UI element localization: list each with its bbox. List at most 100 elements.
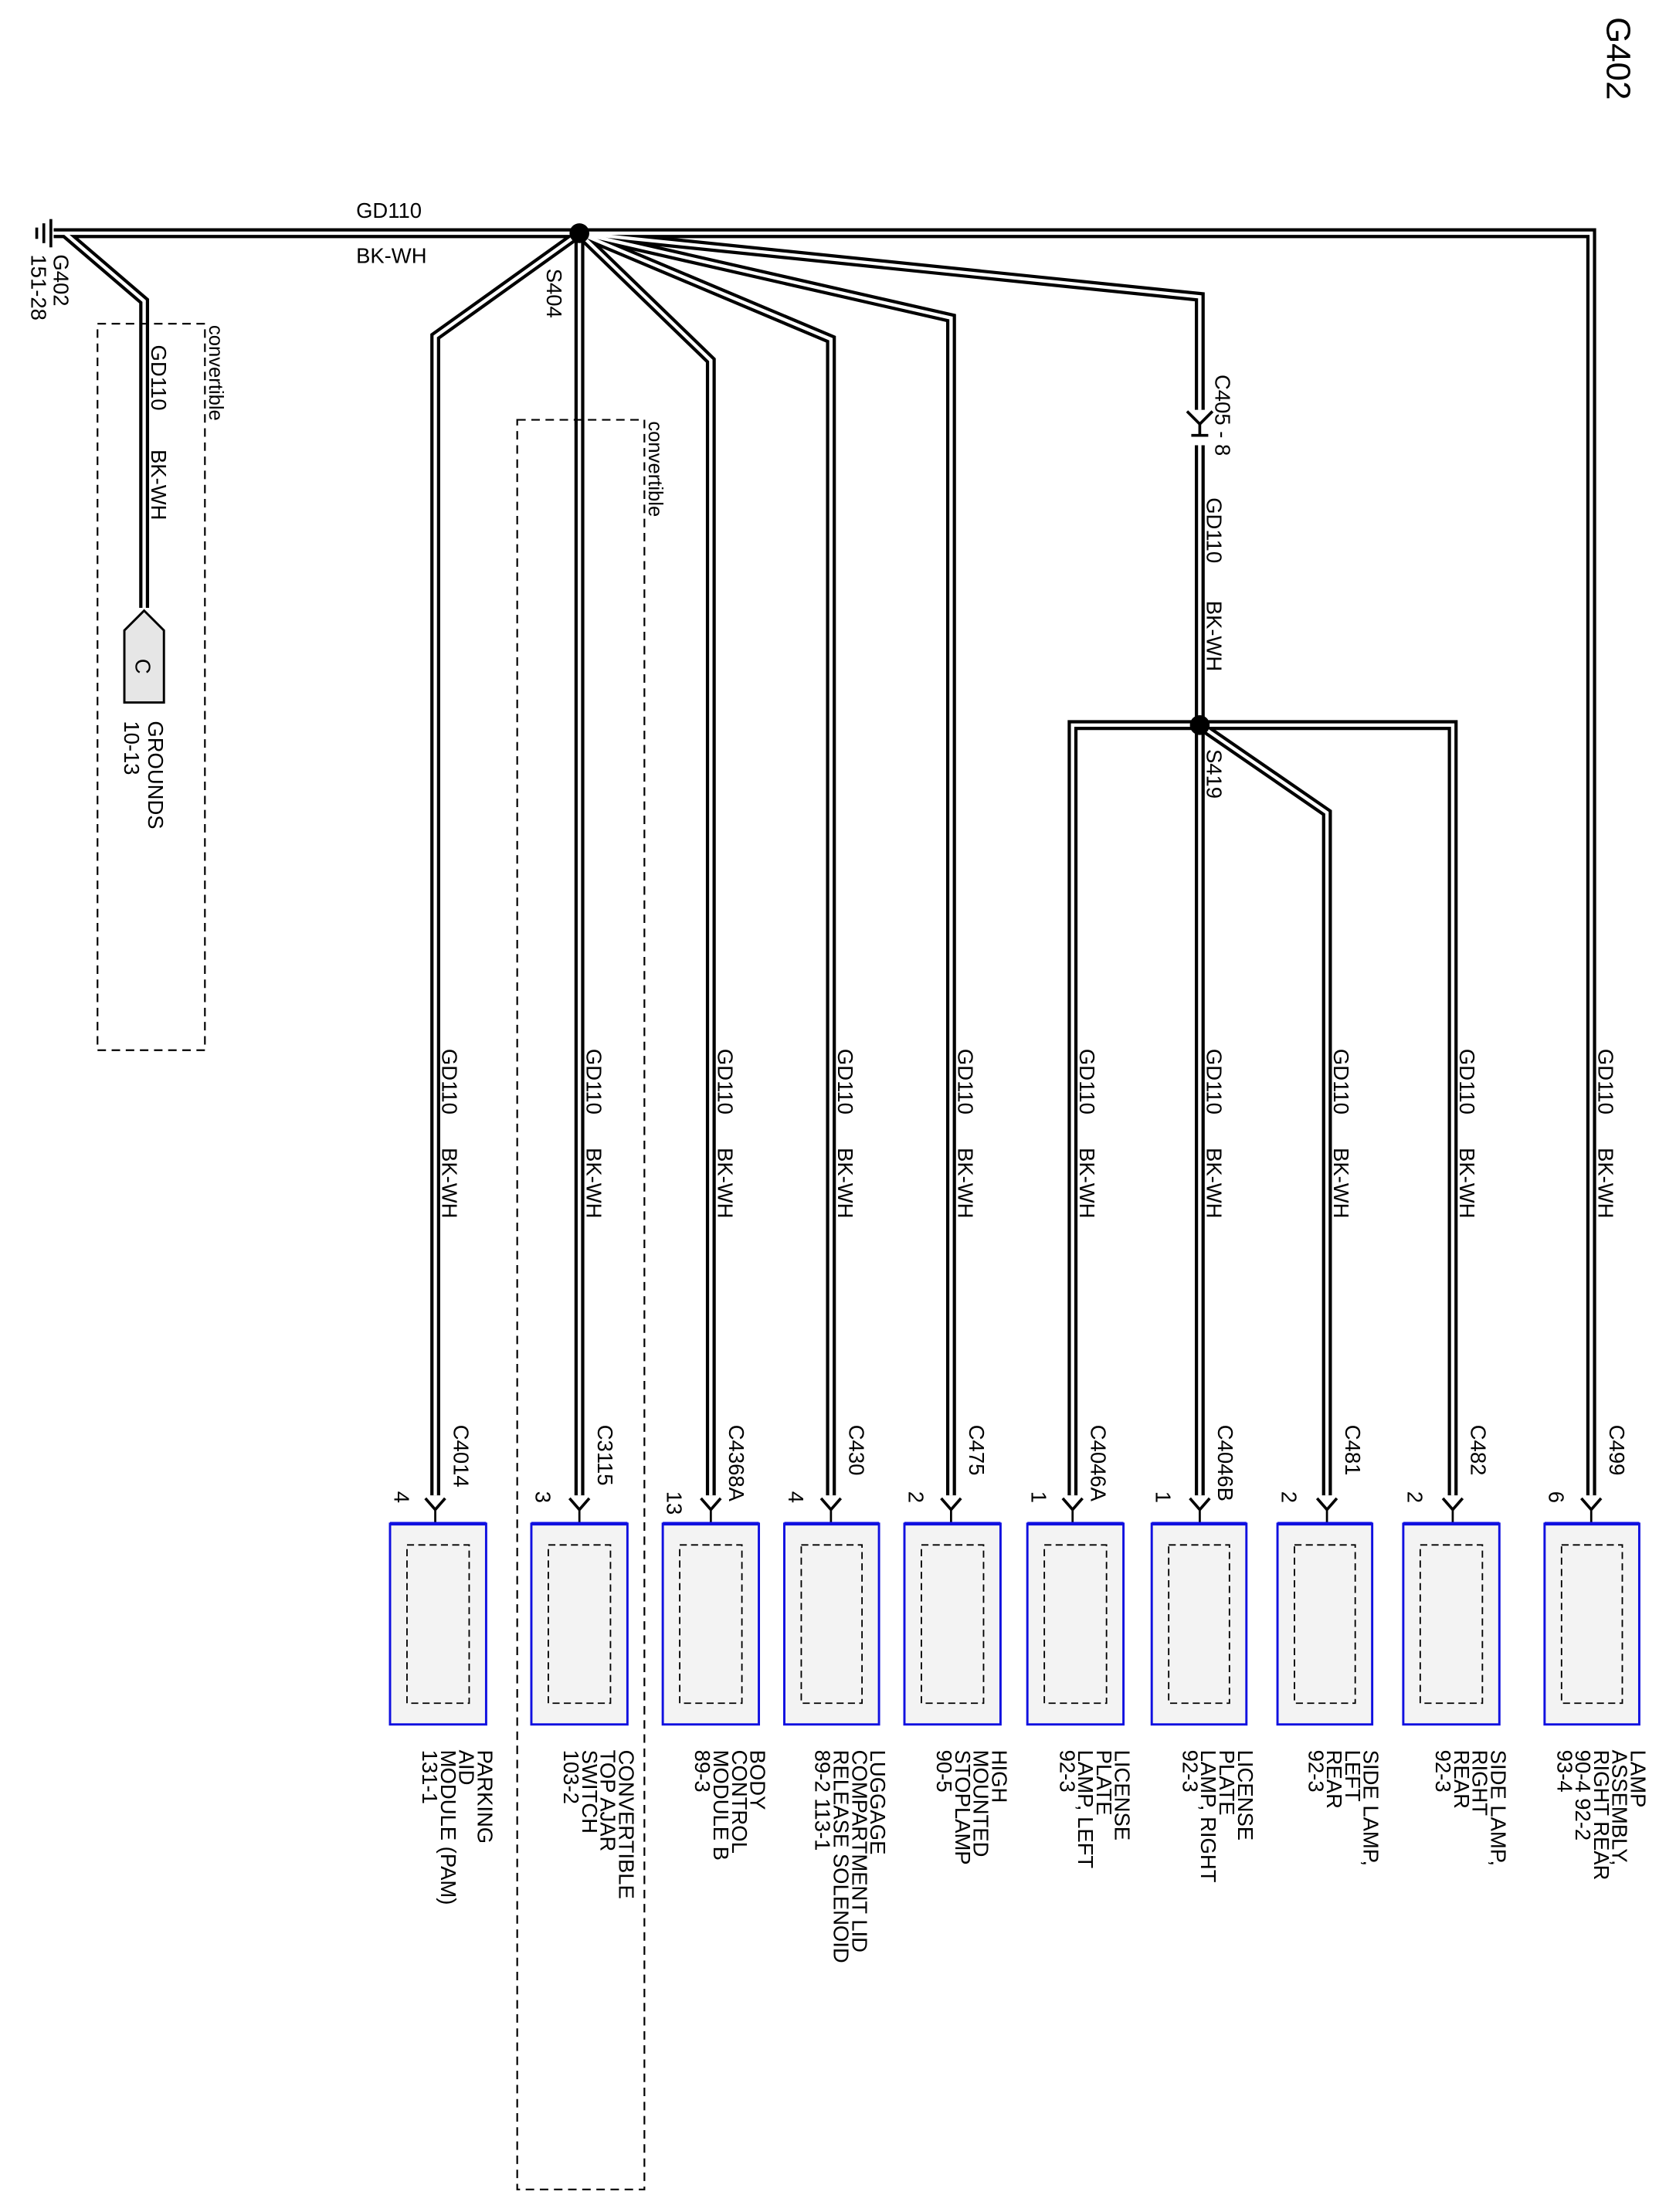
component-label-line: 131-1 (418, 1750, 442, 1804)
connector-name: C4014 (449, 1425, 473, 1488)
connector-pin-number: 4 (784, 1491, 808, 1503)
branch-wire-color: BK-WH (582, 1148, 606, 1218)
component-label-line: BODY (746, 1750, 770, 1810)
component-label-line: 89-2 113-1 (811, 1750, 835, 1851)
branch-wire-circuit: GD110 (833, 1049, 857, 1114)
connector-pin-number: 1 (1152, 1491, 1176, 1503)
branch-wire-circuit: GD110 (713, 1049, 737, 1114)
splice-s419 (1189, 715, 1210, 735)
connector-name: C4046A (1087, 1425, 1111, 1502)
grounds-wire-color: BK-WH (147, 450, 171, 520)
component-inner-outline (1043, 1544, 1108, 1705)
diagram-title: G402 (1599, 17, 1637, 100)
splice-s404 (569, 223, 589, 243)
connector-name: C475 (965, 1425, 989, 1476)
connector-pin-number: 2 (904, 1491, 928, 1503)
branch-wire-circuit: GD110 (1075, 1049, 1099, 1114)
ground-name: G402 (49, 254, 73, 306)
connector-pin-number: 3 (531, 1491, 555, 1503)
ground-symbol-icon (35, 219, 53, 248)
component-label-line: LAMP, RIGHT (1196, 1750, 1220, 1883)
connector-name: C499 (1605, 1425, 1629, 1476)
component-inner-outline (406, 1544, 470, 1705)
component-inner-outline (679, 1544, 743, 1705)
component-label-line: RIGHT (1468, 1750, 1492, 1817)
branch-wire-circuit: GD110 (1329, 1049, 1353, 1114)
convertible-label-switch: convertible (644, 421, 666, 517)
connector-name: C3115 (593, 1425, 617, 1486)
component-label-line: TOP AJAR (596, 1750, 620, 1852)
connector-pin-icon (1061, 1495, 1084, 1524)
component-inner-outline (800, 1544, 863, 1705)
convertible-region-grounds (97, 322, 206, 1051)
connector-pin-icon (819, 1495, 843, 1524)
component-label-line: RELEASE SOLENOID (830, 1750, 853, 1963)
connector-pin-icon (1580, 1495, 1603, 1524)
grounds-ref-symbol: C (131, 659, 155, 674)
grounds-ref-page: 10-13 (120, 721, 144, 775)
connector-name: C482 (1467, 1425, 1491, 1476)
component-box (1150, 1522, 1248, 1726)
main-wire-circuit: GD110 (356, 198, 422, 222)
branch-wire-circuit: GD110 (438, 1049, 462, 1114)
component-label-line: PLATE (1092, 1750, 1116, 1816)
component-inner-outline (1294, 1544, 1356, 1705)
component-label-line: LUGGAGE (866, 1750, 890, 1855)
connector-name: C481 (1341, 1425, 1365, 1476)
component-box (530, 1522, 629, 1726)
branch-wire-circuit: GD110 (1203, 1049, 1226, 1114)
component-label-line: STOPLAMP (951, 1750, 975, 1865)
connector-pin-number: 2 (1403, 1491, 1427, 1503)
grounds-wire-circuit: GD110 (147, 345, 171, 411)
component-label-line: PARKING (473, 1750, 497, 1844)
grounds-ref-icon (123, 609, 165, 704)
component-label-line: HIGH (987, 1750, 1011, 1803)
component-label-line: 89-3 (690, 1750, 714, 1793)
branch-wire-color: BK-WH (438, 1148, 462, 1218)
connector-pin-icon (1315, 1495, 1338, 1524)
ground-ref: 151-28 (26, 254, 50, 320)
connector-name: C430 (845, 1425, 869, 1476)
component-label-line: ASSEMBLY, (1608, 1750, 1632, 1866)
component-box (1402, 1522, 1501, 1726)
component-label-line: 93-4 (1552, 1750, 1576, 1793)
connector-pin-icon (1441, 1495, 1464, 1524)
component-box (1026, 1522, 1125, 1726)
component-label-line: LICENSE (1111, 1750, 1135, 1841)
connector-name: C4046B (1213, 1425, 1237, 1501)
component-label-line: PLATE (1215, 1750, 1239, 1816)
c405-wire-circuit: GD110 (1203, 497, 1226, 563)
component-inner-outline (548, 1544, 612, 1705)
component-box (388, 1522, 487, 1726)
grounds-ref-label: GROUNDS (144, 721, 168, 829)
component-label-line: MOUNTED (969, 1750, 993, 1857)
component-box (661, 1522, 761, 1726)
component-label-line: 92-3 (1304, 1750, 1328, 1793)
component-label-line: LAMP (1626, 1750, 1650, 1808)
branch-wire-color: BK-WH (833, 1148, 857, 1218)
branch-wire-color: BK-WH (1455, 1148, 1479, 1218)
convertible-label-grounds: convertible (205, 325, 226, 421)
component-label-line: MODULE (PAM) (436, 1750, 460, 1905)
connector-pin-number: 6 (1544, 1491, 1568, 1503)
branch-wire-circuit: GD110 (1593, 1049, 1617, 1114)
branch-wire-circuit: GD110 (954, 1049, 978, 1114)
branch-wire-color: BK-WH (713, 1148, 737, 1218)
component-label-line: LICENSE (1233, 1750, 1257, 1841)
connector-pin-icon (700, 1495, 722, 1524)
component-box (1543, 1522, 1640, 1726)
component-label-line: 90-5 (932, 1750, 956, 1793)
component-box (783, 1522, 880, 1726)
component-inner-outline (1560, 1544, 1623, 1705)
inline-connector-label: C405 - 8 (1211, 375, 1235, 456)
connector-pin-number: 13 (663, 1491, 687, 1515)
